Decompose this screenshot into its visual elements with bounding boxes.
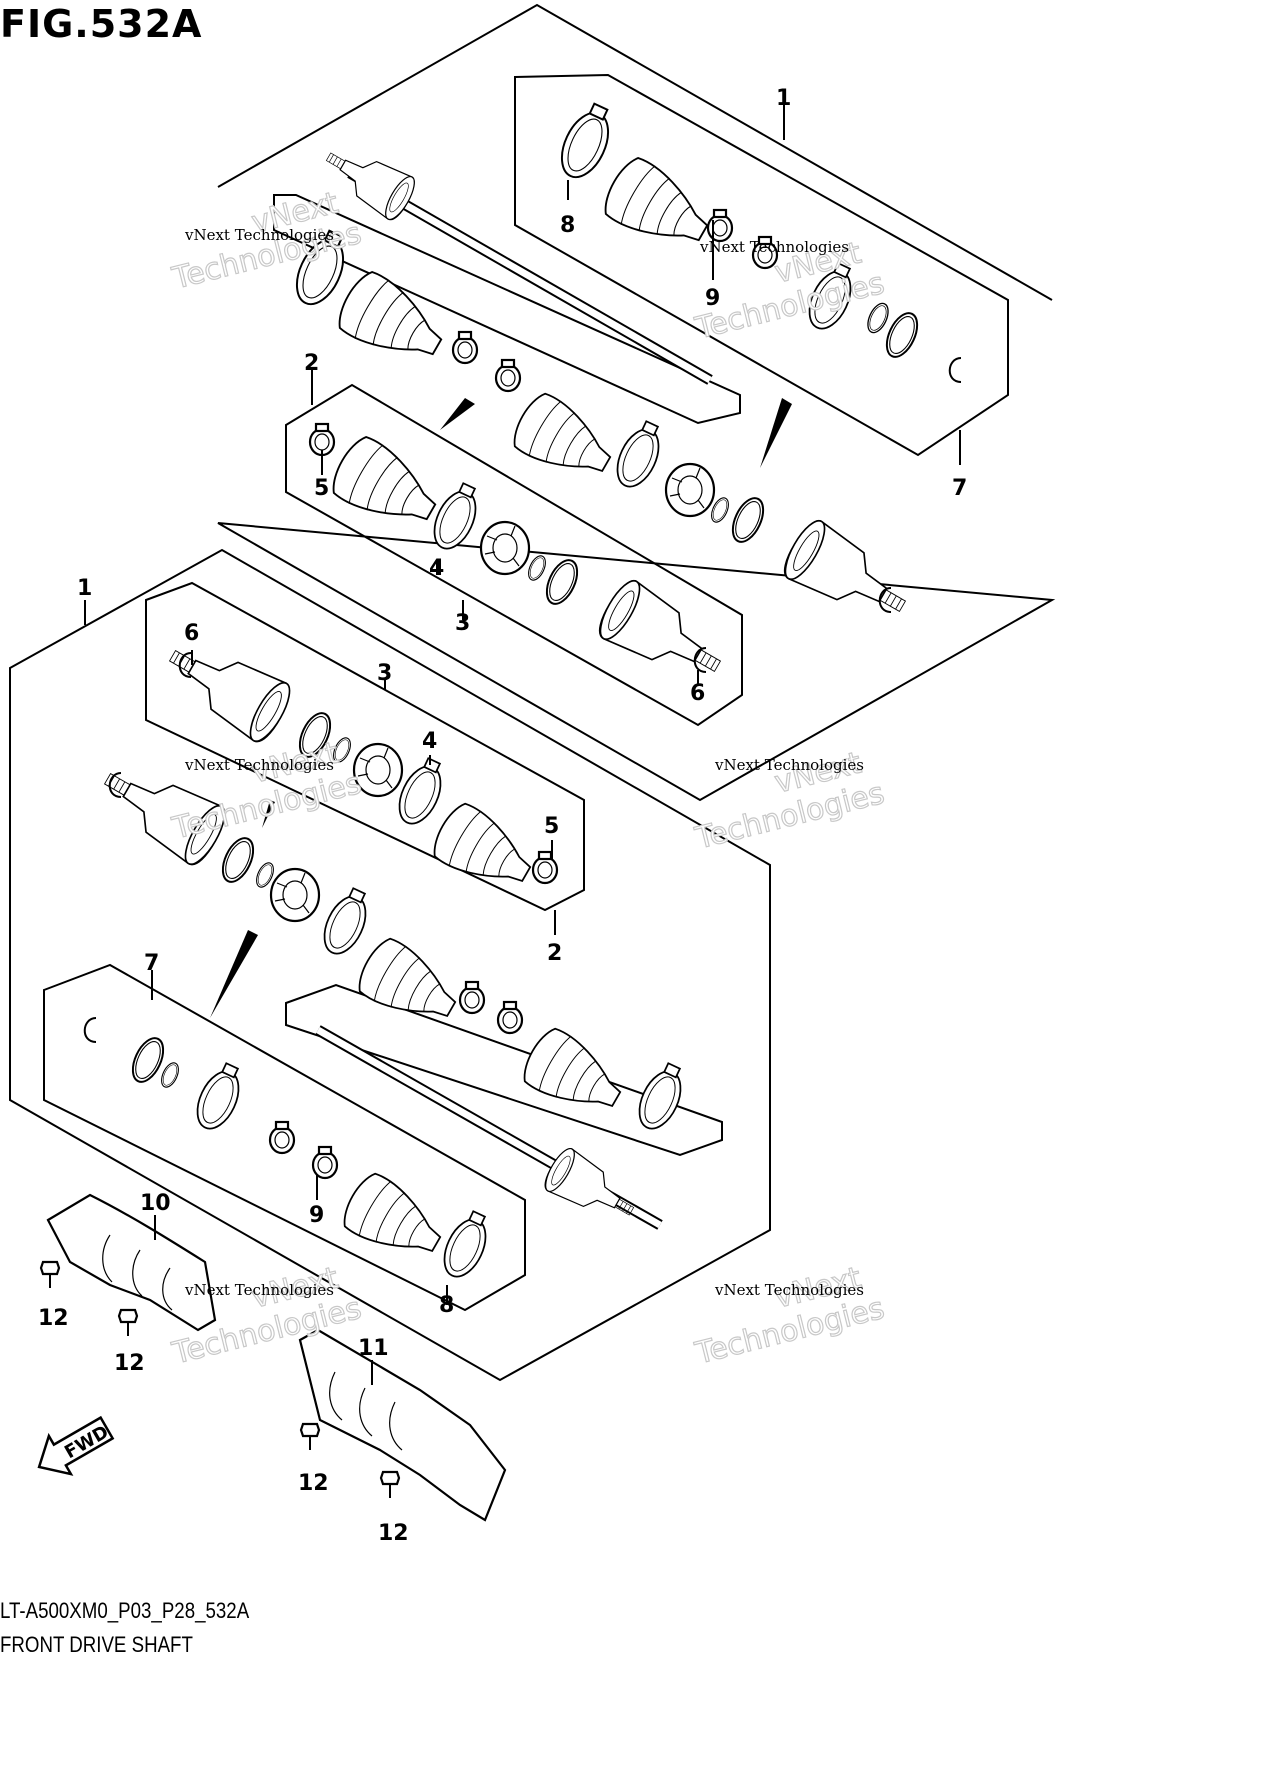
fwd-arrow-icon: FWD [37, 1415, 115, 1476]
callout-9-upper: 9 [705, 286, 720, 311]
callout-8-lower: 8 [439, 1293, 454, 1318]
leader-lines [84, 105, 961, 1385]
callout-12-d: 12 [378, 1521, 409, 1546]
callout-10: 10 [140, 1191, 171, 1216]
callout-3-lower: 3 [377, 661, 392, 686]
figure-title: FIG.532A [0, 2, 203, 46]
callout-5-lower: 5 [544, 814, 559, 839]
svg-text:vNext Technologies: vNext Technologies [184, 1281, 334, 1299]
bolt-icon [39, 1260, 61, 1290]
lower-assembly-outline [9, 548, 771, 1382]
callout-5-upper: 5 [314, 476, 329, 501]
lower-axle-shaft [315, 1025, 663, 1233]
callout-7-lower: 7 [144, 951, 159, 976]
diagram-name: FRONT DRIVE SHAFT [0, 1632, 193, 1657]
svg-text:vNext Technologies: vNext Technologies [184, 226, 334, 244]
callout-9-lower: 9 [309, 1203, 324, 1228]
callout-3-upper: 3 [455, 611, 470, 636]
callout-11: 11 [358, 1336, 389, 1361]
svg-text:vNext Technologies: vNext Technologies [714, 1281, 864, 1299]
heat-guard-10 [46, 1193, 217, 1332]
diagram-code: LT-A500XM0_P03_P28_532A [0, 1598, 250, 1623]
assembly-arrows [210, 398, 792, 1018]
watermark: Technologies vNext vNext Technologies Te… [168, 185, 889, 1372]
svg-text:vNext Technologies: vNext Technologies [184, 756, 334, 774]
svg-text:vNext Technologies: vNext Technologies [714, 756, 864, 774]
callout-12-b: 12 [114, 1351, 145, 1376]
callout-4-upper: 4 [429, 556, 444, 581]
heat-guard-11 [298, 1328, 507, 1522]
callout-6-upper: 6 [690, 681, 705, 706]
callout-4-lower: 4 [422, 729, 437, 754]
callout-6-lower: 6 [184, 621, 199, 646]
callout-2-lower: 2 [547, 941, 562, 966]
callout-8-upper: 8 [560, 213, 575, 238]
callout-7-upper: 7 [952, 476, 967, 501]
callout-12-a: 12 [38, 1306, 69, 1331]
upper-assembly-outline [217, 3, 1056, 802]
bolt-icon [117, 1308, 139, 1338]
callout-1-upper: 1 [776, 86, 791, 111]
callout-12-c: 12 [298, 1471, 329, 1496]
callout-1-lower: 1 [77, 576, 92, 601]
bolt-icon [299, 1422, 321, 1452]
upper-axle-shaft [315, 135, 713, 385]
svg-text:vNext Technologies: vNext Technologies [699, 238, 849, 256]
callout-labels: 1 7 8 9 2 5 4 3 6 1 6 3 4 5 2 7 9 8 10 1… [38, 86, 967, 1546]
callout-2-upper: 2 [304, 351, 319, 376]
bolt-icon [379, 1470, 401, 1500]
